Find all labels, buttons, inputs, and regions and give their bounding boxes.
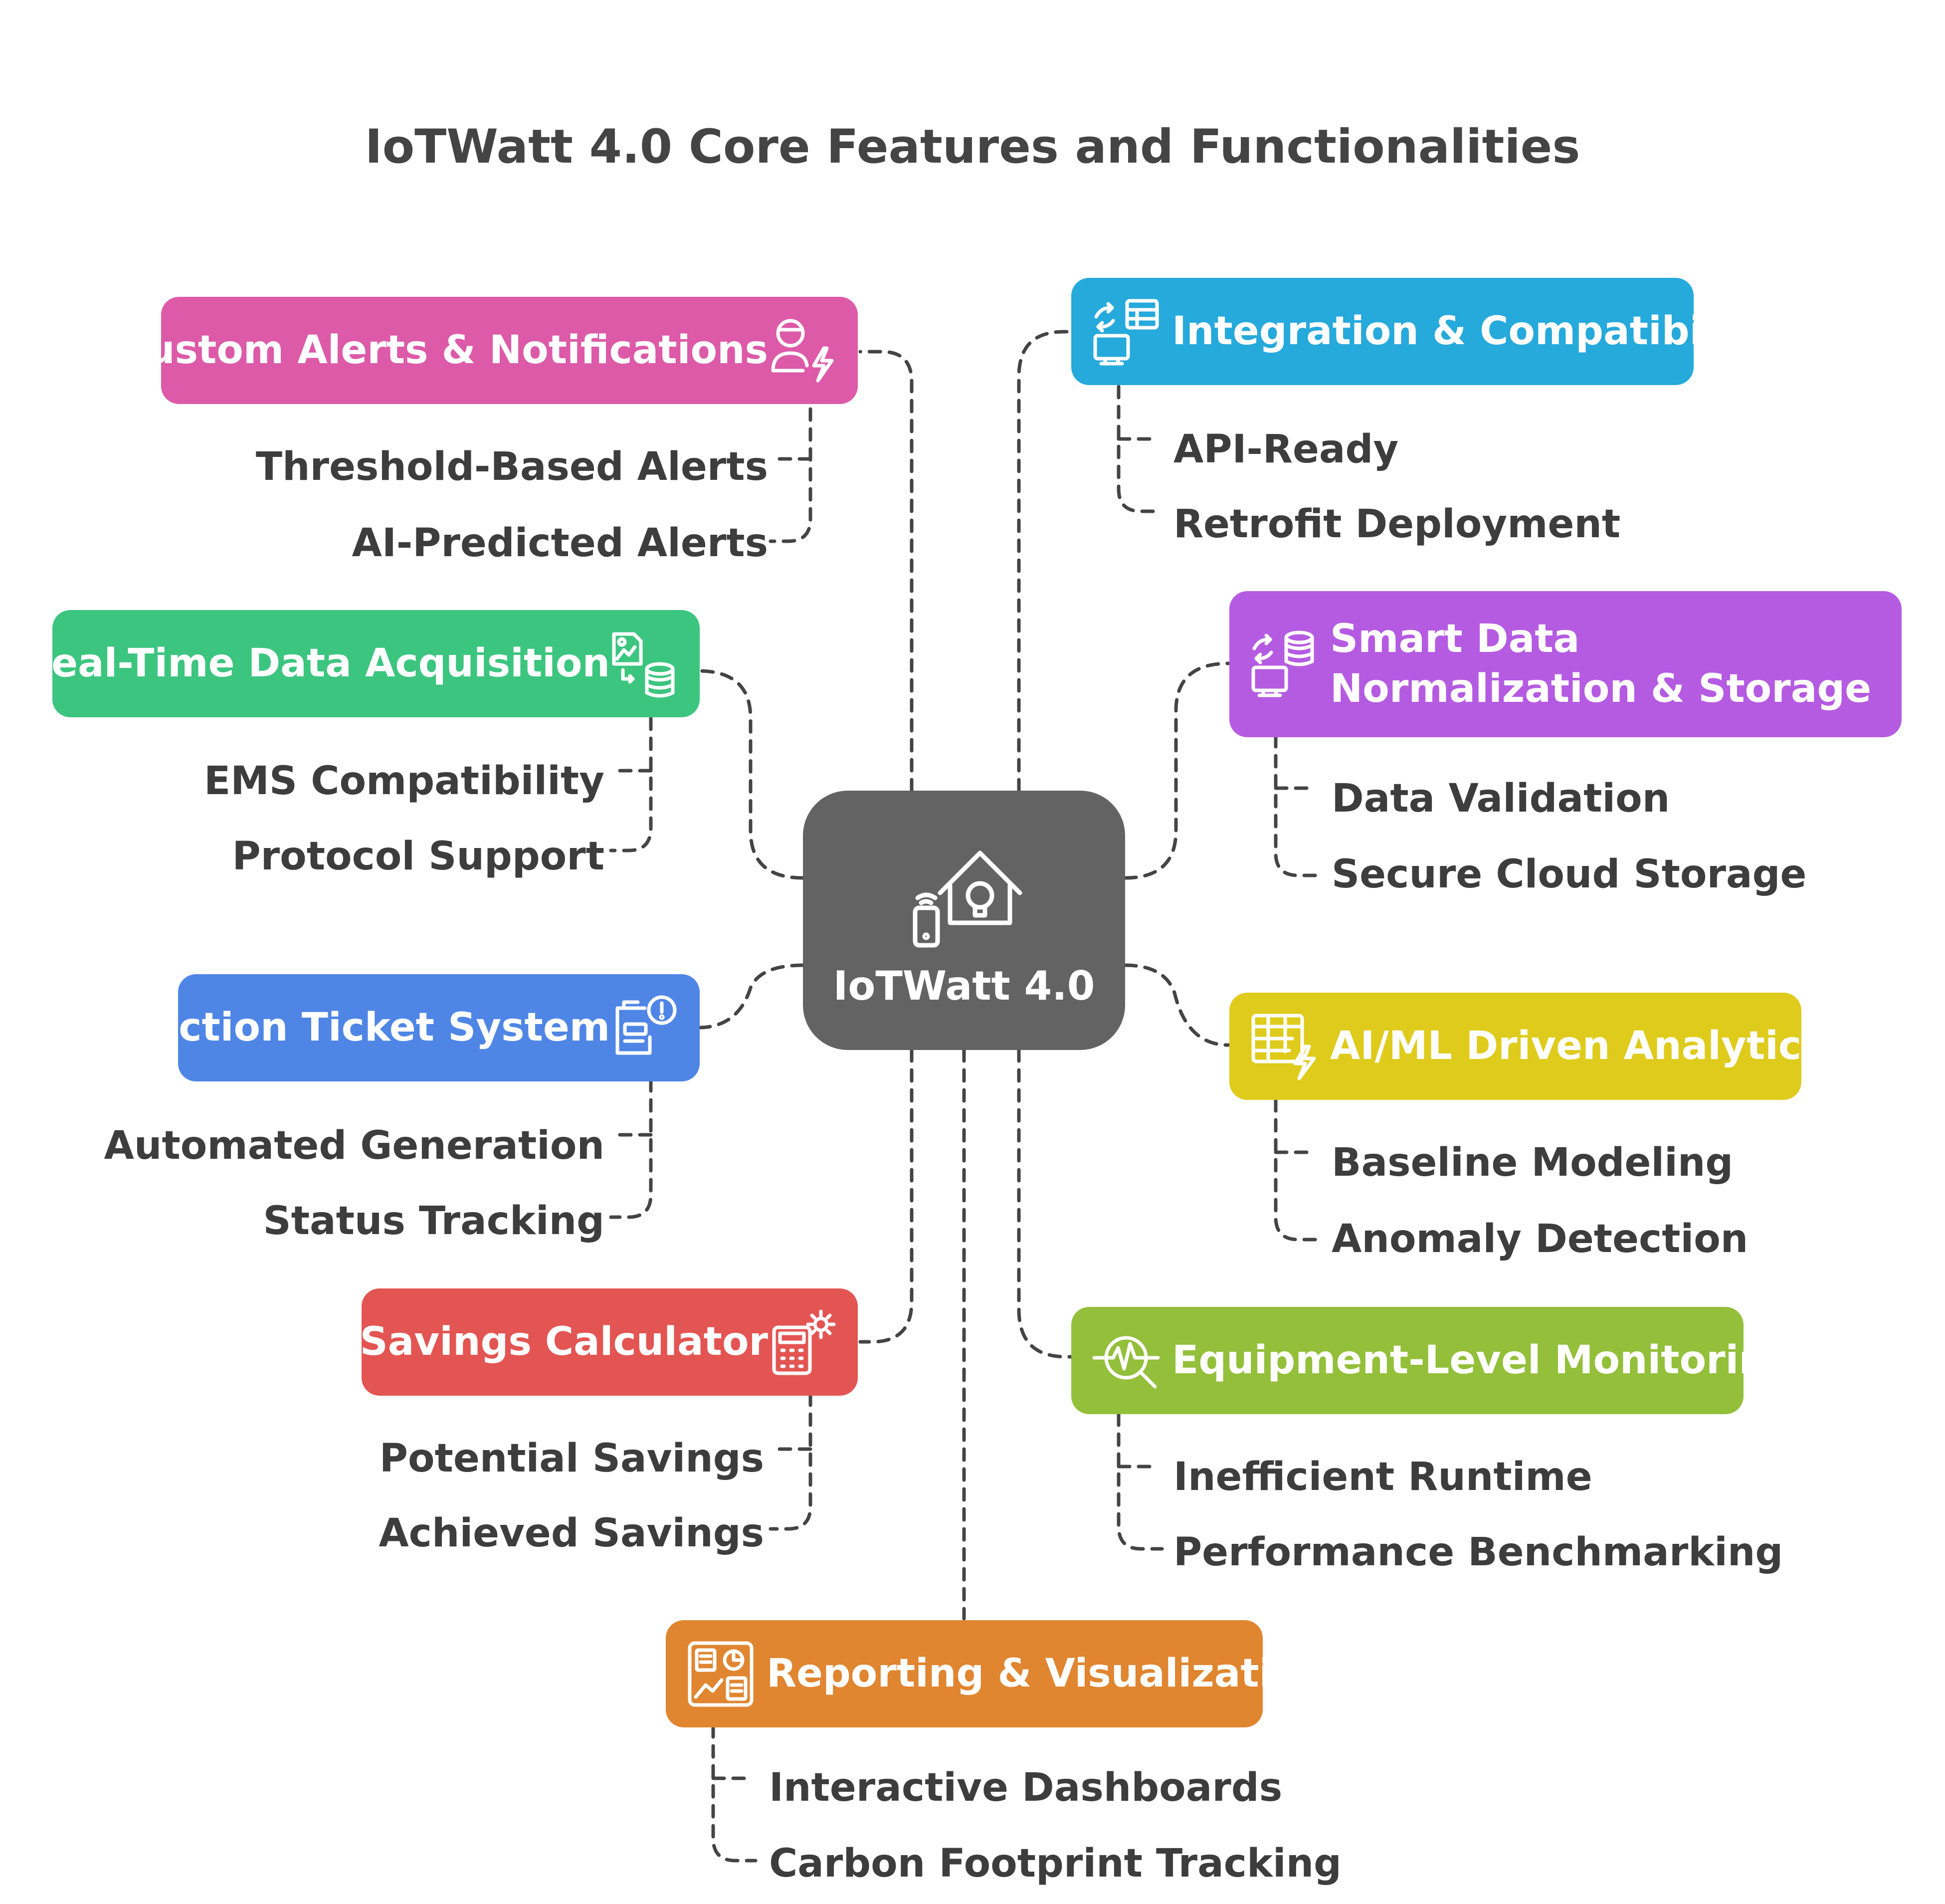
connector-savings bbox=[858, 1048, 914, 1344]
sub-secure-cloud-storage: Secure Cloud Storage bbox=[1332, 852, 1807, 897]
node-equipment-label: Equipment-Level Monitoring bbox=[1172, 1337, 1794, 1383]
bracket-reporting bbox=[711, 1724, 758, 1863]
node-aiml[interactable]: AI/ML Driven Analytics bbox=[1229, 993, 1825, 1100]
calculator-gear-icon bbox=[768, 1307, 838, 1377]
node-integration[interactable]: Integration & Compatibility bbox=[1071, 278, 1773, 385]
sub-retrofit-deployment: Retrofit Deployment bbox=[1173, 502, 1621, 547]
diagram-title: IoTWatt 4.0 Core Features and Functional… bbox=[365, 120, 1580, 174]
node-equipment[interactable]: Equipment-Level Monitoring bbox=[1071, 1307, 1794, 1414]
hub-label: IoTWatt 4.0 bbox=[833, 963, 1095, 1009]
sub-status-tracking: Status Tracking bbox=[263, 1199, 604, 1244]
pulse-search-icon bbox=[1091, 1326, 1161, 1396]
bracket-integration bbox=[1117, 385, 1164, 513]
node-action-ticket-label: Action Ticket System bbox=[148, 1005, 610, 1050]
sub-interactive-dashboards: Interactive Dashboards bbox=[769, 1765, 1283, 1810]
sub-anomaly-detection: Anomaly Detection bbox=[1332, 1217, 1749, 1262]
sub-automated-generation: Automated Generation bbox=[104, 1123, 604, 1168]
sub-performance-benchmarking: Performance Benchmarking bbox=[1173, 1530, 1783, 1575]
sub-ems-compatibility: EMS Compatibility bbox=[203, 759, 604, 804]
node-normalization[interactable]: Smart Data Normalization & Storage bbox=[1229, 591, 1902, 737]
bracket-action-ticket bbox=[609, 1078, 653, 1219]
sub-protocol-support: Protocol Support bbox=[232, 834, 604, 879]
sub-ai-predicted-alerts: AI-Predicted Alerts bbox=[352, 521, 768, 566]
dashboard-icon bbox=[686, 1639, 756, 1709]
node-custom-alerts[interactable]: Custom Alerts & Notifications bbox=[119, 297, 858, 404]
node-real-time-label: Real-Time Data Acquisition bbox=[21, 640, 610, 686]
connector-normalization bbox=[1123, 661, 1230, 880]
connector-integration bbox=[1017, 330, 1074, 793]
integration-icon bbox=[1091, 297, 1161, 367]
node-reporting[interactable]: Reporting & Visualization bbox=[666, 1620, 1327, 1727]
sub-potential-savings: Potential Savings bbox=[379, 1436, 764, 1481]
node-aiml-label: AI/ML Driven Analytics bbox=[1330, 1023, 1825, 1068]
connector-aiml bbox=[1123, 963, 1230, 1047]
user-alert-icon bbox=[768, 316, 838, 386]
bracket-real-time bbox=[609, 716, 653, 852]
bracket-savings bbox=[769, 1392, 812, 1531]
bracket-aiml bbox=[1274, 1098, 1321, 1242]
connector-custom-alerts bbox=[858, 350, 914, 793]
hub-node[interactable]: IoTWatt 4.0 bbox=[803, 791, 1125, 1050]
sub-data-validation: Data Validation bbox=[1332, 776, 1670, 821]
data-sync-icon bbox=[610, 629, 680, 699]
connector-real-time bbox=[696, 669, 805, 880]
node-savings-label: Savings Calculator bbox=[360, 1319, 768, 1364]
node-normalization-label: Smart Data Normalization & Storage bbox=[1330, 616, 1872, 711]
ticket-alert-icon bbox=[610, 993, 680, 1063]
node-action-ticket[interactable]: Action Ticket System bbox=[149, 974, 700, 1081]
node-reporting-label: Reporting & Visualization bbox=[767, 1651, 1327, 1696]
node-custom-alerts-label: Custom Alerts & Notifications bbox=[118, 327, 768, 373]
bracket-normalization bbox=[1274, 734, 1321, 877]
database-sync-icon bbox=[1249, 629, 1319, 698]
connector-action-ticket bbox=[696, 963, 805, 1030]
connector-equipment bbox=[1017, 1048, 1074, 1359]
node-integration-label: Integration & Compatibility bbox=[1172, 308, 1773, 354]
bracket-custom-alerts bbox=[769, 387, 812, 543]
sub-threshold-alerts: Threshold-Based Alerts bbox=[255, 444, 768, 489]
sub-achieved-savings: Achieved Savings bbox=[379, 1511, 764, 1556]
sub-baseline-modeling: Baseline Modeling bbox=[1332, 1140, 1734, 1185]
node-savings[interactable]: Savings Calculator bbox=[360, 1288, 858, 1396]
smart-home-icon bbox=[905, 838, 1025, 950]
bracket-equipment bbox=[1117, 1412, 1164, 1551]
sub-api-ready: API-Ready bbox=[1173, 427, 1399, 472]
node-real-time[interactable]: Real-Time Data Acquisition bbox=[21, 610, 700, 717]
analytics-bolt-icon bbox=[1249, 1012, 1319, 1081]
sub-carbon-footprint: Carbon Footprint Tracking bbox=[769, 1841, 1342, 1886]
sub-inefficient-runtime: Inefficient Runtime bbox=[1173, 1455, 1592, 1499]
